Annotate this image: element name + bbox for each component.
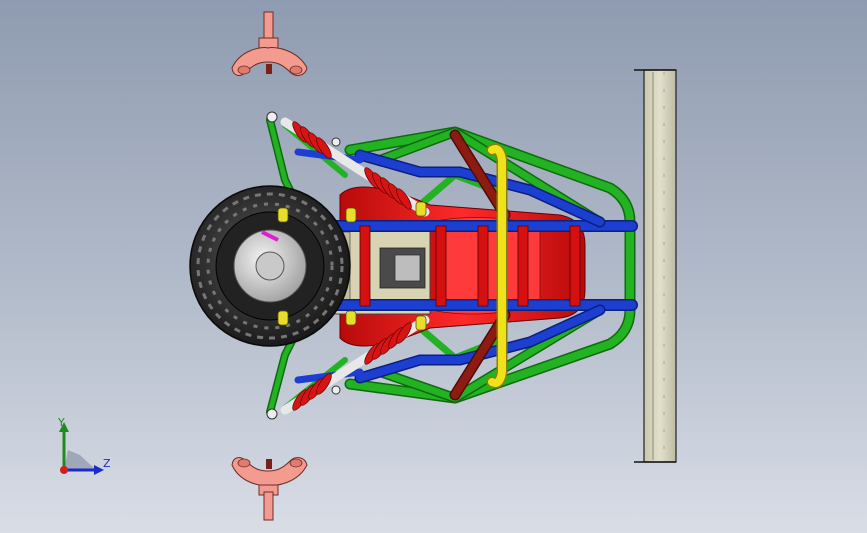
- origin-dot: [60, 466, 68, 474]
- z-axis-label: Z: [103, 457, 111, 470]
- front-bumper-plate[interactable]: [634, 69, 677, 463]
- upper-shock-absorber[interactable]: [266, 111, 430, 217]
- lower-shock-absorber[interactable]: [266, 315, 430, 420]
- coordinate-triad: Y Z: [57, 416, 111, 475]
- yellow-brace: [486, 143, 508, 389]
- bottom-wheel-hub[interactable]: [231, 457, 308, 521]
- top-wheel-hub[interactable]: [231, 11, 308, 76]
- mounting-tabs: [277, 201, 427, 331]
- rear-tire[interactable]: [189, 185, 351, 347]
- y-axis-label: Y: [57, 416, 65, 429]
